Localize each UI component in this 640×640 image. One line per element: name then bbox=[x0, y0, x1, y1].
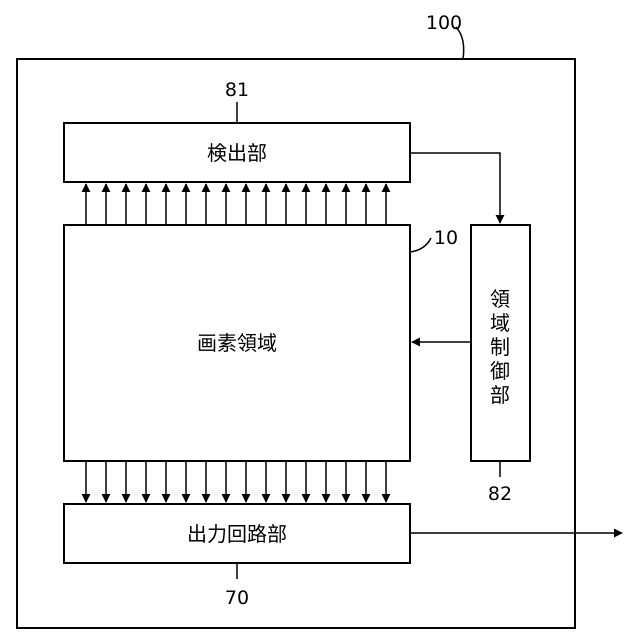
area-control-char: 制 bbox=[490, 335, 510, 359]
area-control-char: 御 bbox=[490, 359, 510, 383]
pixel-to-output-arrows bbox=[86, 461, 386, 502]
area-control-char: 部 bbox=[490, 383, 510, 407]
output-circuit-label: 出力回路部 bbox=[187, 522, 287, 546]
pixel-to-detector-arrows bbox=[86, 184, 386, 225]
area-control-char: 領 bbox=[490, 287, 510, 311]
detector-to-control-arrow bbox=[410, 153, 500, 223]
output-circuit-ref-number: 70 bbox=[225, 587, 249, 609]
pixel-area-label: 画素領域 bbox=[197, 331, 277, 355]
area-control-ref-number: 82 bbox=[488, 483, 512, 505]
detector-label: 検出部 bbox=[207, 141, 267, 165]
device-ref-number: 100 bbox=[426, 12, 462, 34]
pixel-area-ref-number: 10 bbox=[434, 227, 458, 249]
area-control-char: 域 bbox=[490, 311, 510, 335]
pixel-area-ref-leader bbox=[410, 238, 431, 252]
detector-ref-number: 81 bbox=[225, 79, 249, 101]
